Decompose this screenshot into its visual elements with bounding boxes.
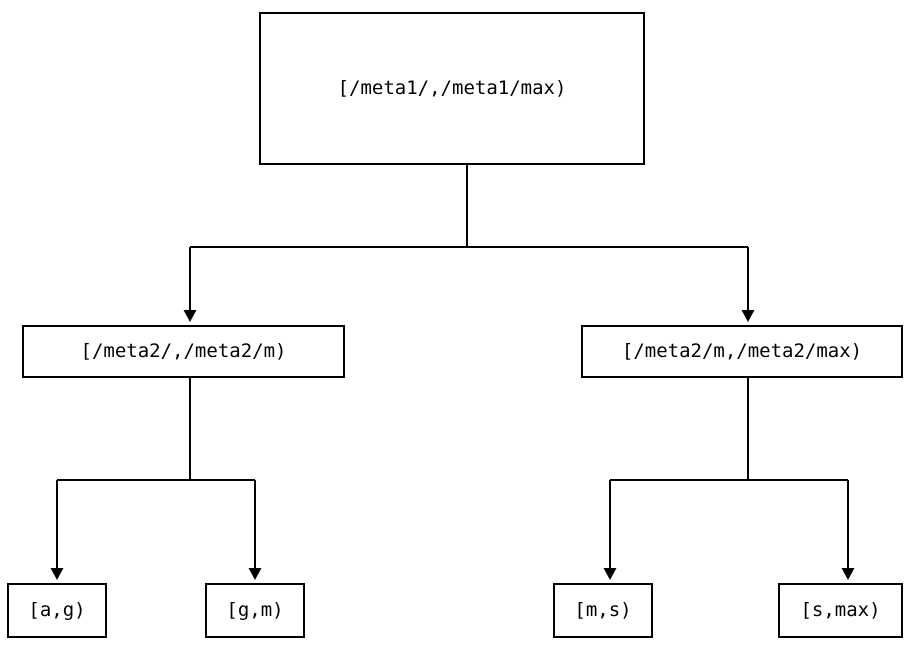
arrowhead-leaf-4 (841, 568, 855, 580)
node-leaf-s-max[interactable]: [s,max) (778, 583, 903, 638)
arrowhead-leaf-3 (603, 568, 617, 580)
arrowhead-leaf-1 (50, 568, 64, 580)
node-mid-right[interactable]: [/meta2/m,/meta2/max) (581, 325, 903, 378)
node-mid-right-label: [/meta2/m,/meta2/max) (621, 340, 863, 362)
node-leaf-g-m[interactable]: [g,m) (205, 583, 305, 638)
node-leaf-g-m-label: [g,m) (226, 599, 284, 621)
node-root[interactable]: [/meta1/,/meta1/max) (259, 12, 645, 165)
arrowhead-mid-left (183, 310, 197, 322)
node-leaf-s-max-label: [s,max) (800, 599, 881, 621)
node-root-label: [/meta1/,/meta1/max) (337, 77, 567, 99)
node-leaf-a-g[interactable]: [a,g) (7, 583, 107, 638)
node-leaf-m-s[interactable]: [m,s) (553, 583, 653, 638)
node-mid-left[interactable]: [/meta2/,/meta2/m) (22, 325, 345, 378)
node-mid-left-label: [/meta2/,/meta2/m) (80, 340, 287, 362)
node-leaf-m-s-label: [m,s) (574, 599, 632, 621)
arrowhead-mid-right (741, 310, 755, 322)
node-leaf-a-g-label: [a,g) (28, 599, 86, 621)
arrowhead-leaf-2 (248, 568, 262, 580)
